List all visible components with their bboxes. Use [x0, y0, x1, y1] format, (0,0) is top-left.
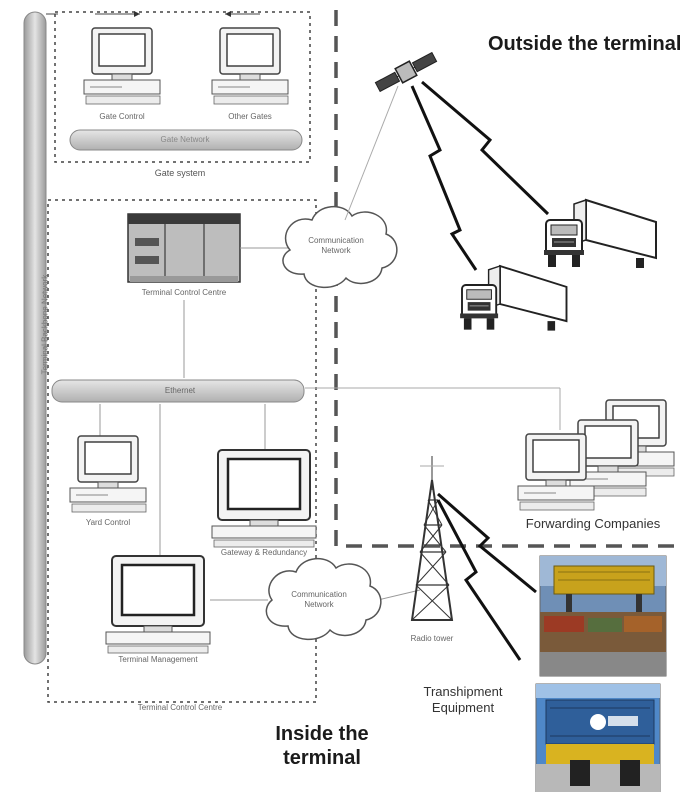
yard-control-pc	[69, 435, 147, 513]
radio-tower-icon	[410, 456, 454, 621]
forwarding-pc	[517, 433, 595, 511]
outside-terminal-label: Outside the terminal	[488, 33, 682, 55]
terminal-control-unit	[127, 213, 241, 283]
gate-control-pc	[83, 27, 161, 105]
boundary-dashed-line	[334, 10, 680, 548]
ethernet-bus	[51, 379, 305, 403]
control-centre-caption: Terminal Control Centre	[137, 703, 223, 712]
ethernet-label: Ethernet	[164, 386, 196, 395]
satellite-link	[344, 85, 399, 221]
reach-stacker-photo	[535, 683, 661, 792]
radio-tower-label: Radio tower	[410, 634, 454, 643]
inside-terminal-label: Inside the terminal	[275, 723, 369, 769]
satellite-signal-2	[421, 80, 550, 216]
terminal-control-unit-label: Terminal Control Centre	[141, 288, 227, 297]
lower-network-cloud	[265, 558, 382, 640]
transhipment-label-2: Equipment	[431, 700, 495, 715]
gateway-pc	[210, 448, 318, 549]
truck-icon	[543, 199, 657, 269]
tower-signal-2	[436, 499, 522, 661]
truck-icon	[459, 265, 568, 332]
satellite-icon	[374, 51, 438, 93]
terminal-management-pc	[104, 554, 212, 655]
backbone-label: Terminal Backbone Network	[40, 274, 50, 375]
forwarding-companies-label: Forwarding Companies	[525, 516, 661, 531]
other-gates-pc	[211, 27, 289, 105]
crane-photo	[539, 555, 667, 677]
terminal-management-label: Terminal Management	[118, 655, 198, 664]
other-gates-label: Other Gates	[228, 112, 272, 121]
upper-network-label: Communication Network	[308, 236, 364, 255]
upper-network-cloud	[282, 206, 398, 288]
control-centre-box	[47, 199, 317, 703]
backbone-cable	[23, 11, 47, 665]
yard-control-label: Yard Control	[85, 518, 131, 527]
gate-bus-label: Gate Network	[160, 135, 210, 144]
lower-network-label: Communication Network	[291, 590, 347, 609]
gate-system-box	[54, 11, 311, 163]
gate-bus	[69, 129, 303, 151]
satellite-signal-1	[410, 85, 478, 271]
tower-signal-1	[437, 492, 537, 594]
gateway-label: Gateway & Redundancy	[220, 548, 308, 557]
transhipment-label-1: Transhipment	[423, 684, 503, 699]
gate-system-title: Gate system	[154, 168, 206, 178]
gate-control-label: Gate Control	[99, 112, 145, 121]
